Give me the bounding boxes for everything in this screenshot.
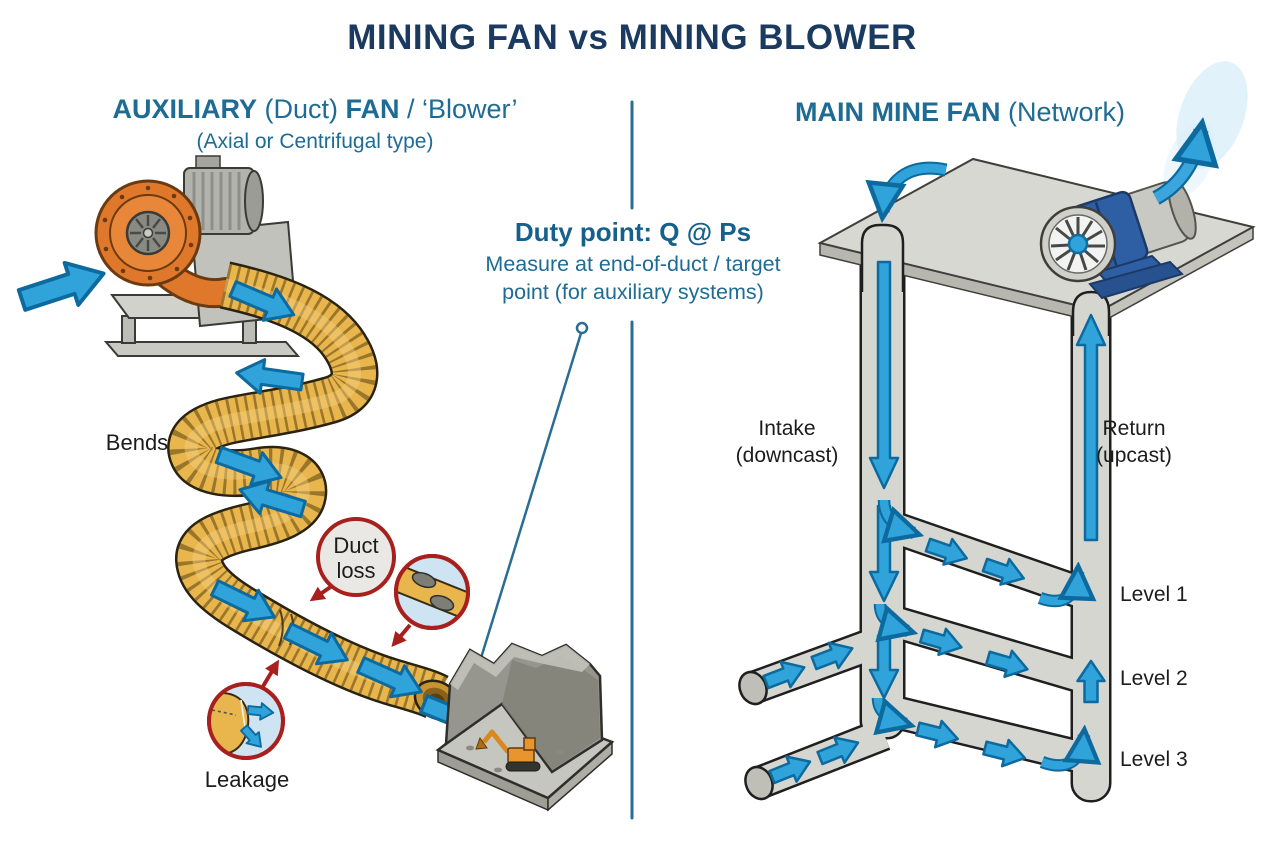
pinch-pointer-arrow: [391, 623, 412, 648]
adit-portal-level3: [744, 765, 774, 801]
upcast-arrow: [1075, 313, 1107, 542]
left-header-reg1: (Duct): [256, 94, 346, 124]
duct-pinch-callout: [391, 554, 470, 648]
left-panel-header: AUXILIARY (Duct) FAN / ‘Blower’: [35, 94, 595, 125]
fan-blade-ring: [1039, 205, 1117, 283]
duty-point-callout: Duty point: Q @ Ps Measure at end-of-duc…: [438, 216, 828, 306]
auxiliary-fan-illustration: [94, 155, 301, 357]
level2-label: Level 2: [1120, 667, 1188, 690]
return-label-line2: (upcast): [1096, 444, 1172, 467]
duty-point-leader-line: [465, 321, 589, 695]
duty-point-line2: point (for auxiliary systems): [502, 279, 764, 304]
mine-network: Intake (downcast) Return (upcast) Level …: [736, 61, 1256, 803]
left-header-bold1: AUXILIARY: [112, 94, 257, 124]
leakage-label: Leakage: [205, 767, 289, 792]
level3-label: Level 3: [1120, 748, 1188, 771]
leakage-callout: [207, 659, 285, 760]
duct-loss-label-line1: Duct: [333, 533, 378, 558]
excavator-icon: [475, 729, 541, 772]
intake-arrow: [883, 163, 947, 212]
downcast-shaft-collar: [860, 223, 905, 292]
return-label-line1: Return: [1102, 417, 1165, 440]
intake-label-line2: (downcast): [736, 444, 839, 467]
duct-loss-callout: Duct loss: [309, 517, 396, 602]
bends-label: Bends: [106, 430, 168, 455]
fan-stand: [103, 294, 301, 357]
duct-loss-label-line2: loss: [336, 558, 375, 583]
page-title: MINING FAN vs MINING BLOWER: [347, 18, 917, 57]
level1-label: Level 1: [1120, 583, 1188, 606]
mining-face: [435, 642, 615, 812]
network-airflow-arrows: [759, 130, 1201, 791]
right-header-bold: MAIN MINE FAN: [794, 97, 1001, 127]
duty-point-line1: Measure at end-of-duct / target: [485, 252, 781, 277]
fan-inlet-vanes: [130, 215, 166, 251]
intake-label-line1: Intake: [758, 417, 815, 440]
left-panel-subheader: (Axial or Centrifugal type): [196, 130, 434, 153]
duct-loss-pointer-arrow: [309, 584, 334, 602]
adit-portal-level2: [738, 670, 768, 706]
duty-point-title: Duty point: Q @ Ps: [514, 217, 752, 247]
left-header-reg2: / ‘Blower’: [399, 94, 518, 124]
centrifugal-fan-housing: [94, 179, 202, 287]
inlet-airflow-arrow: [13, 250, 113, 323]
exhaust-arrow: [1153, 130, 1201, 203]
leakage-pointer-arrow: [260, 659, 280, 690]
left-header-bold2: FAN: [345, 94, 400, 124]
right-header-reg: (Network): [1000, 97, 1125, 127]
fan-motor: [183, 155, 264, 235]
right-panel-header: MAIN MINE FAN (Network): [690, 97, 1230, 128]
